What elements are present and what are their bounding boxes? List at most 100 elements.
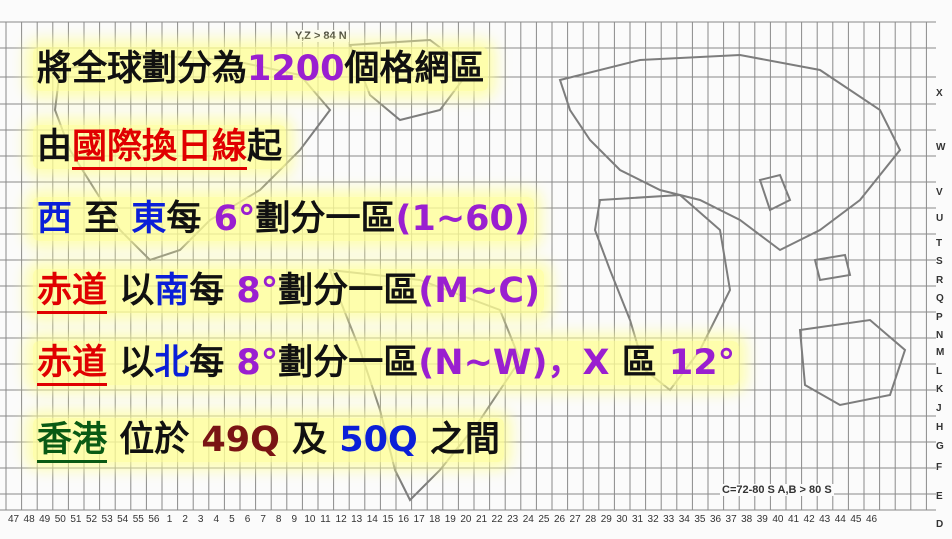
lat-letter-p: P bbox=[936, 312, 943, 323]
zone-number-35: 35 bbox=[694, 514, 706, 525]
line-hong-kong: 香港 位於 49Q 及 50Q 之間 bbox=[33, 418, 504, 463]
zone-number-20: 20 bbox=[460, 514, 472, 525]
line-north-equator: 赤道 以北每 8°劃分一區(N~W)，X 區 12° bbox=[33, 341, 740, 386]
text-west: 西 bbox=[37, 199, 73, 239]
zone-number-23: 23 bbox=[507, 514, 519, 525]
zone-number-13: 13 bbox=[351, 514, 363, 525]
text-to: 至 bbox=[72, 199, 132, 239]
text-12-degrees: 12° bbox=[668, 343, 736, 383]
zone-number-44: 44 bbox=[834, 514, 846, 525]
zone-number-10: 10 bbox=[304, 514, 316, 525]
text-divide-globe: 將全球劃分為 bbox=[37, 49, 248, 89]
text-and: 及 bbox=[279, 420, 340, 460]
text-south: 南 bbox=[154, 271, 190, 311]
zone-number-50: 50 bbox=[54, 514, 66, 525]
text-divide-one-zone: 劃分一區 bbox=[278, 271, 419, 311]
zone-number-37: 37 bbox=[725, 514, 737, 525]
zone-number-40: 40 bbox=[772, 514, 784, 525]
zone-number-8: 8 bbox=[275, 514, 282, 525]
text-equator: 赤道 bbox=[37, 271, 108, 314]
zone-number-27: 27 bbox=[569, 514, 581, 525]
lat-letter-g: G bbox=[936, 441, 944, 452]
top-zone-label: Y,Z > 84 N bbox=[293, 30, 349, 42]
text-divide-one-zone: 劃分一區 bbox=[278, 343, 419, 383]
text-located-at: 位於 bbox=[107, 420, 202, 460]
zone-number-17: 17 bbox=[413, 514, 425, 525]
text-every: 每 bbox=[189, 271, 237, 311]
lat-letter-t: T bbox=[936, 238, 943, 249]
zone-number-11: 11 bbox=[320, 514, 331, 525]
text-m-c: (M~C) bbox=[418, 271, 541, 311]
lat-letter-s: S bbox=[936, 256, 943, 267]
text-n-w: (N~W) bbox=[418, 343, 548, 383]
text-international-date-line: 國際換日線 bbox=[72, 127, 248, 170]
line-west-east: 西 至 東每 6°劃分一區(1~60) bbox=[33, 197, 534, 241]
line-date-line: 由國際換日線起 bbox=[33, 125, 287, 170]
zone-number-18: 18 bbox=[429, 514, 441, 525]
zone-number-6: 6 bbox=[244, 514, 251, 525]
zone-number-12: 12 bbox=[335, 514, 347, 525]
zone-number-4: 4 bbox=[213, 514, 220, 525]
text-by: 以 bbox=[107, 271, 155, 311]
zone-number-15: 15 bbox=[382, 514, 394, 525]
zone-number-21: 21 bbox=[475, 514, 488, 525]
text-start: 起 bbox=[247, 127, 283, 167]
text-49q: 49Q bbox=[201, 420, 280, 460]
zone-number-46: 46 bbox=[865, 514, 878, 525]
zone-number-49: 49 bbox=[39, 514, 51, 525]
zone-number-34: 34 bbox=[678, 514, 690, 525]
zone-number-33: 33 bbox=[663, 514, 675, 525]
lat-letter-v: V bbox=[936, 187, 943, 198]
lat-letter-r: R bbox=[936, 275, 944, 286]
text-from: 由 bbox=[37, 127, 73, 167]
bottom-zone-note: C=72-80 S A,B > 80 S bbox=[720, 484, 834, 496]
lat-letter-j: J bbox=[936, 403, 942, 414]
text-between: 之間 bbox=[417, 420, 500, 460]
text-8-degrees: 8° bbox=[236, 343, 279, 383]
text-50q: 50Q bbox=[339, 420, 418, 460]
line-south-equator: 赤道 以南每 8°劃分一區(M~C) bbox=[33, 269, 545, 314]
lat-letter-d: D bbox=[936, 519, 944, 530]
lat-letter-k: K bbox=[936, 384, 944, 395]
zone-number-53: 53 bbox=[101, 514, 113, 525]
zone-number-19: 19 bbox=[444, 514, 456, 525]
zone-number-36: 36 bbox=[709, 514, 722, 525]
text-equator: 赤道 bbox=[37, 343, 108, 386]
zone-number-24: 24 bbox=[522, 514, 534, 525]
text-1-60: (1~60) bbox=[395, 199, 530, 239]
zone-number-41: 41 bbox=[787, 514, 800, 525]
zone-number-51: 51 bbox=[70, 514, 82, 525]
zone-number-16: 16 bbox=[397, 514, 410, 525]
zone-number-32: 32 bbox=[647, 514, 659, 525]
zone-number-25: 25 bbox=[538, 514, 550, 525]
lat-letter-n: N bbox=[936, 330, 944, 341]
zone-number-38: 38 bbox=[741, 514, 753, 525]
text-grid-zones: 個格網區 bbox=[344, 49, 485, 89]
lat-letter-l: L bbox=[936, 366, 943, 377]
zone-number-22: 22 bbox=[491, 514, 503, 525]
zone-number-42: 42 bbox=[803, 514, 815, 525]
zone-number-31: 31 bbox=[631, 514, 644, 525]
zone-number-14: 14 bbox=[366, 514, 378, 525]
lat-letter-e: E bbox=[936, 491, 943, 502]
zone-number-45: 45 bbox=[850, 514, 862, 525]
lat-letter-q: Q bbox=[936, 293, 944, 304]
zone-number-54: 54 bbox=[117, 514, 129, 525]
zone-number-9: 9 bbox=[291, 514, 298, 525]
text-hong-kong: 香港 bbox=[37, 420, 108, 463]
zone-number-26: 26 bbox=[553, 514, 566, 525]
zone-number-39: 39 bbox=[756, 514, 768, 525]
zone-number-52: 52 bbox=[85, 514, 98, 525]
zone-number-47: 47 bbox=[7, 514, 20, 525]
text-x: X bbox=[582, 343, 610, 383]
zone-number-30: 30 bbox=[616, 514, 628, 525]
text-comma: ， bbox=[547, 343, 583, 383]
lat-letter-w: W bbox=[936, 142, 946, 153]
zone-number-3: 3 bbox=[197, 514, 204, 525]
lat-letter-m: M bbox=[936, 347, 945, 358]
text-zone: 區 bbox=[609, 343, 669, 383]
zone-number-29: 29 bbox=[600, 514, 612, 525]
text-north: 北 bbox=[154, 343, 190, 383]
zone-number-7: 7 bbox=[260, 514, 266, 525]
